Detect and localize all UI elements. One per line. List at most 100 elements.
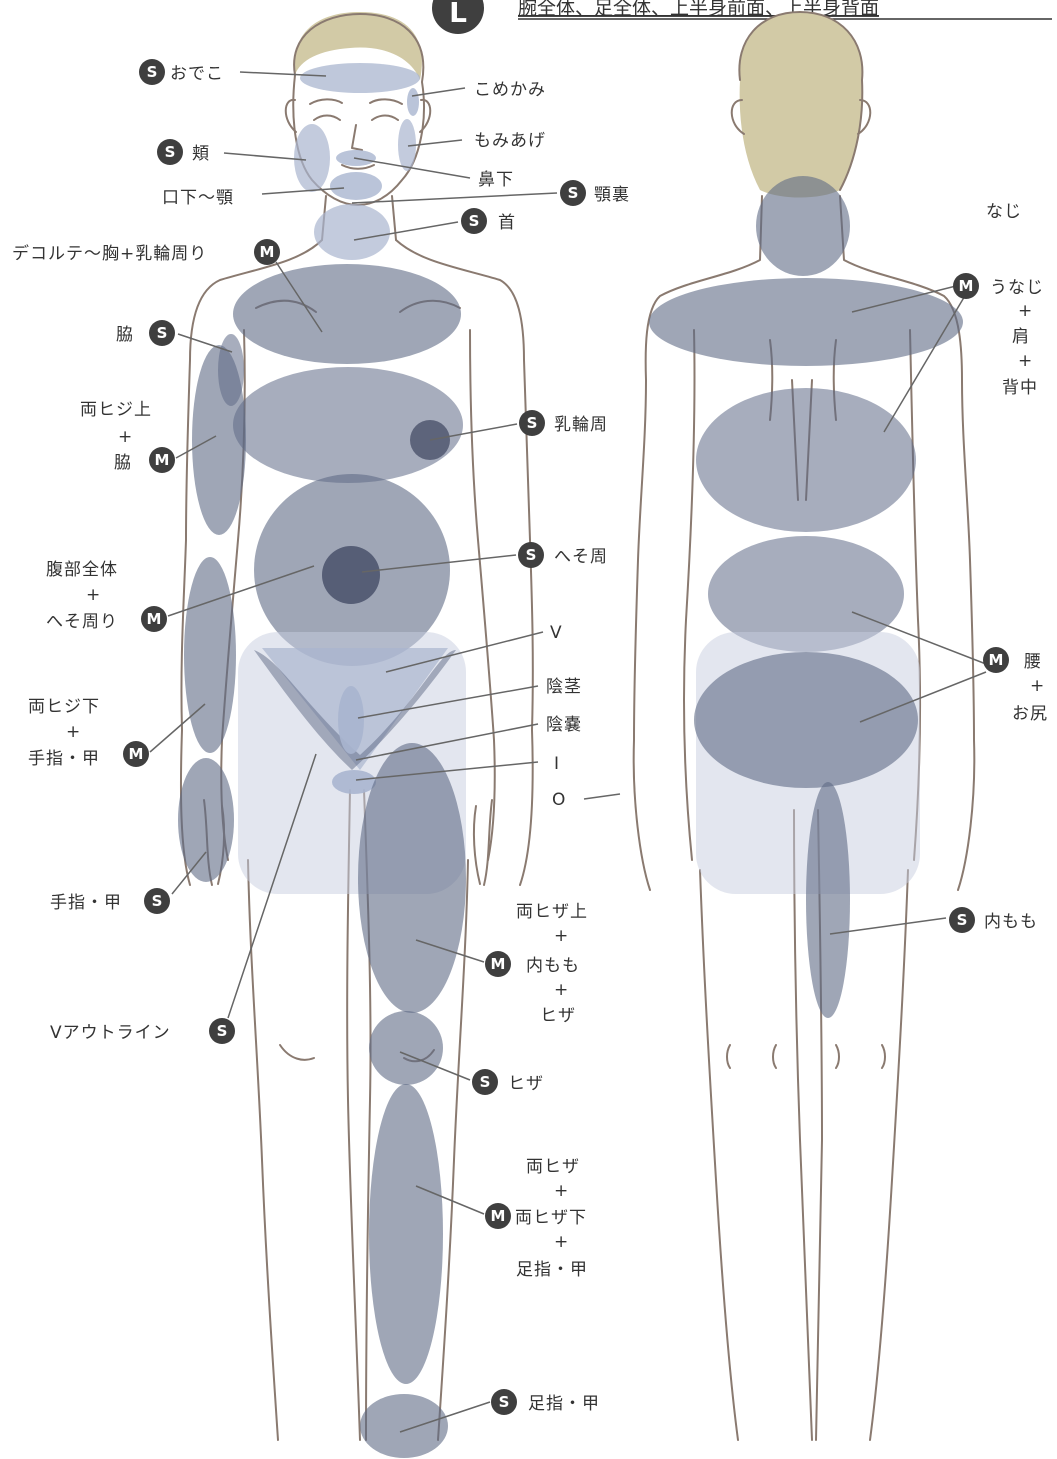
label-text: 両ヒザ <box>526 1157 580 1177</box>
zone-lower-leg <box>369 1084 443 1384</box>
size-badge-letter: S <box>480 1073 491 1091</box>
zone-buttocks <box>694 652 918 788</box>
plan-badge-letter: L <box>449 0 467 29</box>
label-heso: S へそ周 <box>518 542 608 568</box>
zone-hand <box>178 758 234 882</box>
size-badge-letter: S <box>469 212 480 230</box>
label-plus: + <box>66 722 81 742</box>
label-fukubu: 腹部全体 + へそ周り M <box>46 560 167 632</box>
leader-momiage <box>408 140 462 146</box>
label-text: 鼻下 <box>478 170 514 190</box>
label-text: 脇 <box>116 325 134 345</box>
label-text: 肩 <box>1012 327 1030 347</box>
label-momiage: もみあげ <box>474 131 546 151</box>
label-uchimomo: S 内もも <box>949 907 1038 933</box>
back-zones <box>649 176 963 1018</box>
zone-forehead <box>300 63 420 93</box>
leader-hoho <box>224 153 306 160</box>
label-kubi: S 首 <box>461 208 516 234</box>
front-brow-right <box>370 99 402 104</box>
leader-komekami <box>412 88 465 96</box>
front-hand-right <box>474 800 492 885</box>
label-text: 頬 <box>192 144 210 164</box>
zone-io <box>332 770 376 794</box>
label-teyubi: 手指・甲 S <box>50 888 170 914</box>
size-badge-letter: S <box>499 1393 510 1411</box>
front-brow-left <box>310 99 342 104</box>
label-text: こめかみ <box>474 80 546 100</box>
label-text: 足指・甲 <box>516 1260 588 1280</box>
label-text: 内もも <box>526 956 580 976</box>
label-text: 口下～顎 <box>162 188 234 208</box>
zone-back-inner-thigh <box>806 782 850 1018</box>
zone-shoulders <box>649 278 963 366</box>
size-badge-letter: S <box>217 1022 228 1040</box>
label-hizashita: 両ヒザ + M 両ヒザ下 + 足指・甲 <box>485 1157 588 1280</box>
label-decollete: デコルテ～胸+乳輪周り M <box>12 239 280 265</box>
zone-navel <box>322 546 380 604</box>
label-voutline: Vアウトライン S <box>50 1018 235 1044</box>
header: L 腕全体、足全体、上半身前面、上半身背面 <box>432 0 1052 34</box>
label-plus: + <box>554 926 569 946</box>
size-badge-letter: S <box>147 63 158 81</box>
back-legs-outline <box>700 810 908 1440</box>
label-text: 足指・甲 <box>528 1394 600 1414</box>
size-badge-letter: M <box>129 745 144 763</box>
label-nyurin: S 乳輪周 <box>519 410 608 436</box>
label-text: 脇 <box>114 453 132 473</box>
size-badge-letter: M <box>491 1207 506 1225</box>
label-text: Vアウトライン <box>50 1023 171 1043</box>
label-plus: + <box>554 980 569 1000</box>
label-text: 両ヒジ上 <box>80 400 152 420</box>
label-text: ヒザ <box>508 1074 544 1094</box>
label-odeko: S おでこ <box>139 59 224 85</box>
back-inner-arm-left <box>684 330 695 860</box>
label-plus: + <box>554 1232 569 1252</box>
size-badge-letter: S <box>157 324 168 342</box>
label-plus: + <box>1018 351 1033 371</box>
label-text: 乳輪周 <box>554 415 608 435</box>
zone-forearm <box>184 557 236 753</box>
size-badge-letter: S <box>957 911 968 929</box>
zone-upper-back <box>696 388 916 532</box>
zone-knee <box>369 1011 443 1085</box>
front-eye-left <box>314 116 340 121</box>
label-hijiue: 両ヒジ上 + 脇 M <box>80 400 175 473</box>
zone-neck <box>314 204 390 260</box>
label-ashiyubi: S 足指・甲 <box>491 1389 600 1415</box>
label-text: へそ周り <box>46 612 118 632</box>
leader-kuchishita <box>262 188 344 194</box>
label-text: 背中 <box>1002 378 1038 398</box>
label-text: おでこ <box>170 64 224 84</box>
label-text: O <box>552 790 566 810</box>
size-badge-letter: S <box>527 414 538 432</box>
zone-cheek <box>294 124 330 192</box>
label-plus: + <box>554 1181 569 1201</box>
label-hiza: S ヒザ <box>472 1069 544 1095</box>
label-v: V <box>550 623 563 643</box>
label-text: 手指・甲 <box>28 749 100 769</box>
label-plus: + <box>1018 301 1033 321</box>
label-hizaue: 両ヒザ上 + M 内もも + ヒザ <box>485 902 588 1026</box>
label-unaji: M うなじ + 肩 + 背中 <box>953 273 1044 398</box>
label-text: 腰 <box>1024 652 1042 672</box>
label-plus: + <box>86 585 101 605</box>
label-text: ヒザ <box>540 1006 576 1026</box>
zone-penis <box>338 686 364 754</box>
size-badge-letter: M <box>959 277 974 295</box>
label-text: 両ヒザ上 <box>516 902 588 922</box>
label-hijishita: 両ヒジ下 + 手指・甲 M <box>28 697 149 769</box>
label-plus: + <box>1030 676 1045 696</box>
label-waki: 脇 S <box>116 320 175 346</box>
label-text: デコルテ～胸+乳輪周り <box>12 243 207 264</box>
size-badge-letter: S <box>568 184 579 202</box>
label-text: うなじ <box>990 278 1044 298</box>
label-hanashita: 鼻下 <box>478 170 514 190</box>
label-text: なじ <box>986 202 1022 222</box>
size-badge-letter: M <box>989 651 1004 669</box>
label-i: I <box>554 754 560 774</box>
back-hair <box>739 12 862 198</box>
label-innou: 陰嚢 <box>546 715 582 735</box>
zone-chin <box>330 172 382 200</box>
front-eye-right <box>372 116 398 121</box>
